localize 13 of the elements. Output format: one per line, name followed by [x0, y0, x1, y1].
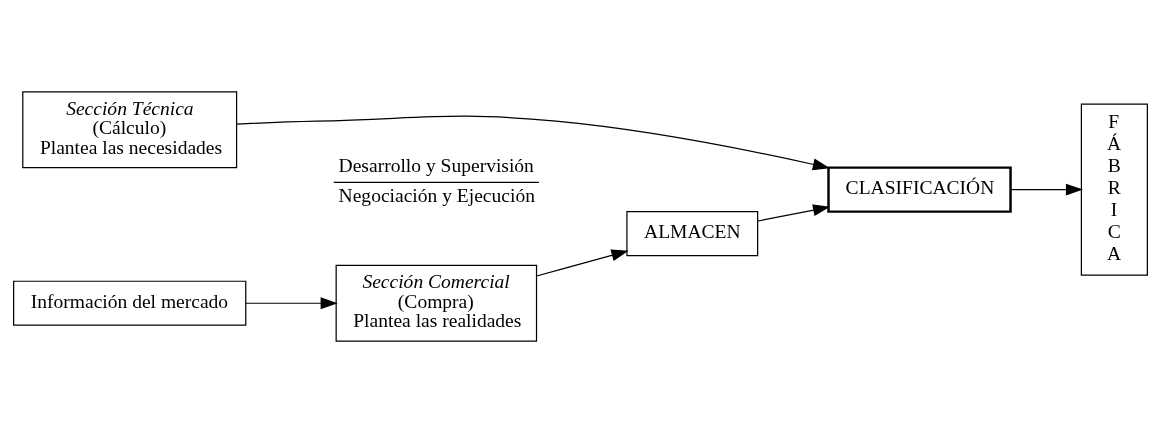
arrow — [536, 249, 629, 277]
label: Negociación y Ejecución — [338, 184, 535, 206]
arrow — [245, 297, 338, 310]
arrow — [1010, 183, 1084, 196]
arrow — [236, 115, 830, 171]
node-box: Sección Técnica (Cálculo) Plantea las necesidades — [22, 91, 238, 169]
node-box: FÁBRICA — [1080, 103, 1148, 276]
node-box: ALMACEN — [626, 211, 759, 257]
node-box: CLASIFICACIÓN — [827, 166, 1012, 213]
node-box: Sección Comercial (Compra) Plantea las realidades — [335, 264, 538, 342]
arrow — [757, 204, 831, 222]
label: Desarrollo y Supervisión — [338, 155, 534, 177]
node-box: Información del mercado — [13, 280, 247, 326]
